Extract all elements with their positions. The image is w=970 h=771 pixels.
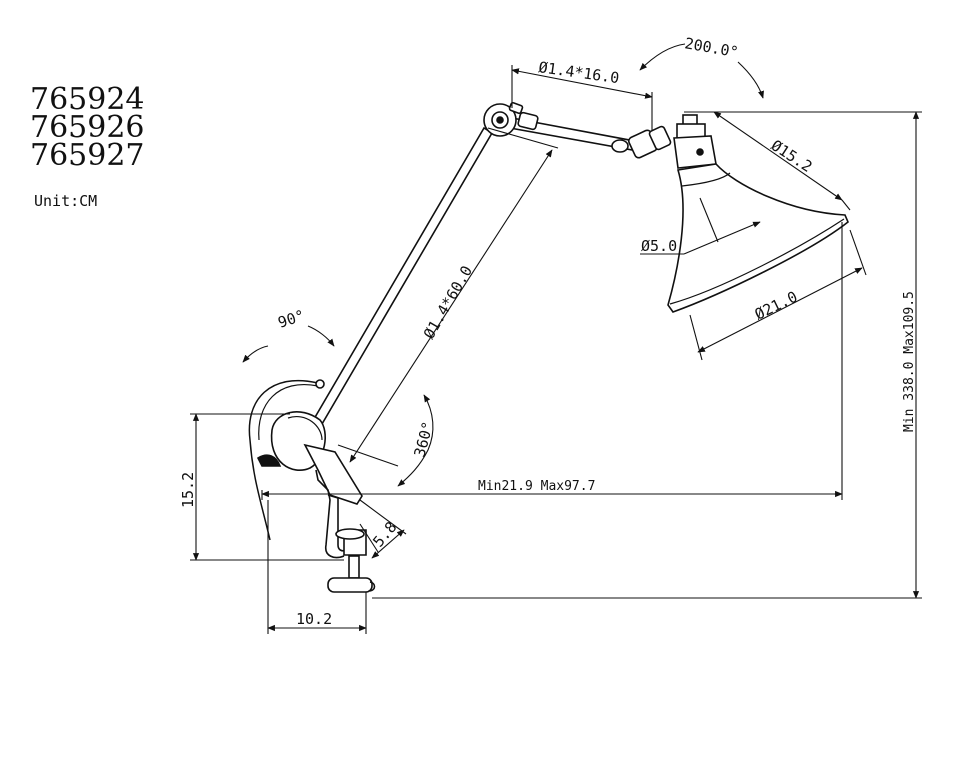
dim-rotation-head: 200.0° (683, 34, 739, 61)
dim-shade-top: Ø15.2 (768, 136, 816, 176)
model-numbers: 765924 765926 765927 (30, 82, 145, 173)
dim-reach: Min21.9 Max97.7 (478, 479, 595, 494)
unit-label: Unit:CM (34, 192, 98, 210)
dim-clamp-height: 15.2 (179, 472, 197, 508)
power-cable (248, 379, 319, 541)
dimension-lines (190, 43, 922, 634)
model-number: 765927 (30, 138, 145, 173)
elbow-joint (483, 101, 539, 137)
dim-tilt-base: 90° (276, 306, 307, 331)
lamp-socket (673, 114, 717, 169)
lamp-body (248, 101, 849, 593)
clamp-base (256, 411, 376, 593)
dim-clamp-width: 10.2 (296, 610, 332, 628)
model-number: 765926 (30, 110, 145, 145)
dimension-labels: Ø1.4*16.0 200.0° Ø15.2 Ø5.0 Ø21.0 Ø1.4*6… (179, 34, 917, 628)
model-number: 765924 (30, 82, 145, 117)
dim-shade-bottom: Ø21.0 (752, 288, 800, 324)
dim-lower-arm: Ø1.4*60.0 (420, 263, 476, 342)
dim-swivel: 360° (410, 419, 437, 459)
dim-shade-inner: Ø5.0 (641, 237, 677, 255)
dim-height: Min 338.0 Max109.5 (902, 291, 917, 432)
head-joint (611, 125, 672, 159)
